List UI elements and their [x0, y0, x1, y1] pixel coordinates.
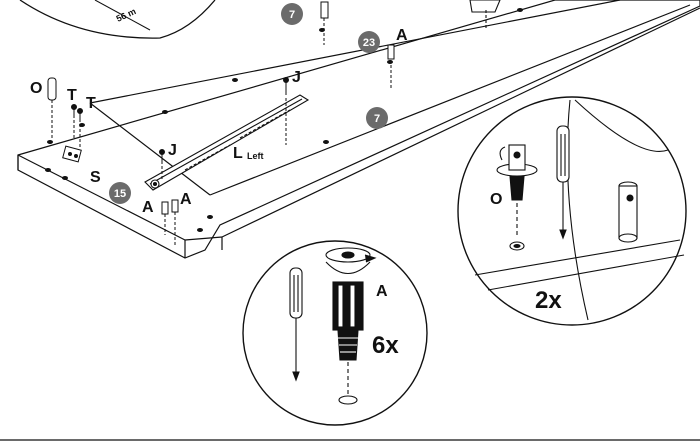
label-o: O [30, 80, 42, 97]
quantity-cam-locks: 2x [535, 287, 562, 314]
label-l-subscript: Left [247, 151, 264, 161]
screwdriver-icon [556, 125, 570, 240]
label-a-zoom: A [376, 283, 388, 300]
zoom-detail-cam-pin: A 6x [242, 240, 428, 426]
panel-holes [45, 8, 523, 232]
cam-lock-icon [496, 144, 538, 251]
installed-dowel-icon [618, 181, 638, 243]
label-j-middle: J [168, 142, 177, 159]
cam-pin-icon [325, 247, 377, 405]
zoom-detail-cam-lock: O 2x [457, 96, 687, 326]
svg-text:23: 23 [363, 37, 375, 49]
svg-text:7: 7 [289, 9, 295, 21]
drawer-slide-rail [144, 94, 310, 191]
svg-text:7: 7 [374, 113, 380, 125]
detail-circle-top-left: 56 m [19, 0, 216, 39]
label-s: S [90, 169, 101, 186]
label-o-zoom: O [490, 191, 502, 208]
quantity-cam-pins: 6x [372, 332, 399, 359]
slide-piece-top [469, 0, 501, 28]
svg-text:15: 15 [114, 188, 126, 200]
label-t-2: T [86, 95, 96, 112]
label-a-right: A [180, 191, 192, 208]
label-a-left: A [142, 199, 154, 216]
label-a-top: A [396, 27, 408, 44]
fasteners [47, 1, 395, 245]
main-panel [17, 0, 700, 259]
step-badge-7-top: 7 [281, 3, 303, 25]
step-badge-23: 23 [358, 31, 380, 53]
label-j-top: J [292, 69, 301, 86]
step-badge-15: 15 [109, 182, 131, 204]
step-badge-7-middle: 7 [366, 107, 388, 129]
label-l: L [233, 145, 243, 162]
label-t-1: T [67, 87, 77, 104]
screwdriver-icon [289, 267, 303, 382]
